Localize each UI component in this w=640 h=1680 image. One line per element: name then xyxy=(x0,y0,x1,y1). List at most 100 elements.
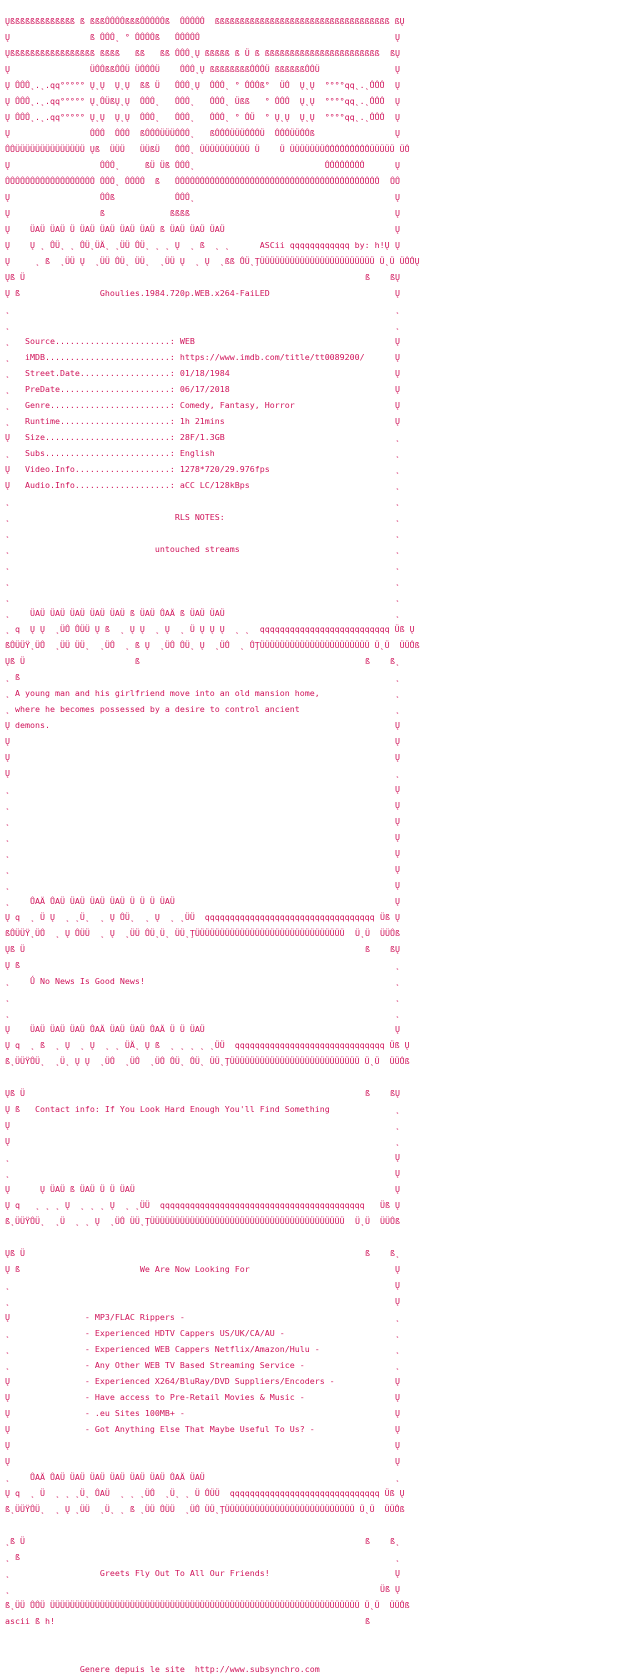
nfo-line: ˛ RLS NOTES:˛ xyxy=(5,509,400,525)
nfo-line: Ų ß Contact info: If You Look Hard Enoug… xyxy=(5,1101,400,1117)
nfo-line: Ų Video.Info...................: 1278*72… xyxy=(5,461,400,477)
nfo-line-text: Ų - .eu Sites 100MB+ - xyxy=(5,1408,185,1418)
nfo-line: ˛Ų xyxy=(5,781,400,797)
nfo-line-text: ˛ PreDate......................: 06/17/2… xyxy=(5,384,230,394)
nfo-line: Ų ß˛ xyxy=(5,957,400,973)
nfo-line-text: ˛ xyxy=(5,1152,10,1162)
nfo-line-border: Ų xyxy=(395,1024,400,1034)
nfo-line-border: Ų xyxy=(395,1392,400,1402)
nfo-line-border: Ų xyxy=(395,64,400,74)
nfo-line-text: Ųß Ü xyxy=(5,272,25,282)
nfo-line-border: Ų xyxy=(395,1376,400,1386)
nfo-line-text: ßŮÜÜŸ˛ÜŮ ˛ÜÜ ÜÜ˛ ˛ÜŮ ˛ ß Ų ˛ÜŮ ŮÜ˛ Ų ˛ÜŮ… xyxy=(5,640,370,650)
nfo-line-text: Ų Video.Info...................: 1278*72… xyxy=(5,464,270,474)
nfo-line xyxy=(5,1517,400,1533)
nfo-line-text: Ų ß Contact info: If You Look Hard Enoug… xyxy=(5,1104,330,1114)
nfo-line-border: ˛ xyxy=(395,512,400,522)
nfo-line-border: ˛ xyxy=(395,1312,400,1322)
nfo-line-text: Ų ß We Are Now Looking For xyxy=(5,1264,250,1274)
nfo-line: ˛ Runtime......................: 1h 21mi… xyxy=(5,413,400,429)
nfo-line: Ų - Experienced X264/BluRay/DVD Supplier… xyxy=(5,1373,400,1389)
nfo-line-text: Ų ÜŮŮßßŮŮÜ ÜŮŮŮÜ ŮŮŮ˛Ų ßßßßßßßßŮŮŮÜ ßßßß… xyxy=(5,64,320,74)
nfo-line-border: ˛ xyxy=(395,976,400,986)
nfo-line-text: Genere depuis le site http://www.subsync… xyxy=(5,1664,320,1674)
nfo-line-text: ß˛ÜÜŸŮÜ˛ ˛ Ų ˛ÜÜ ˛Ü˛ ˛ ß ˛ÜÜ ŮÜÜ ˛ÜŮ ÜÜ˛… xyxy=(5,1504,355,1514)
nfo-line-text: Ų Ų ÜAÜ ß ÜAÜ Ü Ü ÜAÜ xyxy=(5,1184,135,1194)
nfo-line-border: Ü˛Ü ÜÜŮß xyxy=(374,640,420,650)
nfo-line: Genere depuis le site http://www.subsync… xyxy=(5,1661,400,1677)
nfo-line-border: ˛ xyxy=(395,1552,400,1562)
nfo-line-text: ˛ xyxy=(5,992,10,1002)
nfo-line-text: Ų - MP3/FLAC Rippers - xyxy=(5,1312,185,1322)
nfo-line: Ų ˛ ß ˛ÜÜ Ų ˛ÜÜ ŮÜ˛ ÜÜ˛ ˛ÜÜ Ų ˛ Ų ˛ßß ŮÜ… xyxy=(5,253,420,269)
nfo-line-text: Ų ÜAÜ ÜAÜ ÜAÜ ŮAÄ ÜAÜ ÜAÜ ŮAÄ Ü Ü ÜAÜ xyxy=(5,1024,205,1034)
nfo-line: Ų ŮŮŮ˛.˛.qq°°°°° Ų˛Ų Ų˛Ų ßß Ü ŮŮŮ˛Ų ŮŮŮ˛… xyxy=(5,77,400,93)
nfo-line: ˛ Ǘ No News Is Good News!˛ xyxy=(5,973,400,989)
nfo-line: ˛ untouched streams˛ xyxy=(5,541,400,557)
nfo-line-text: Ų xyxy=(5,1120,10,1130)
nfo-line-text: ˛ xyxy=(5,576,10,586)
nfo-line: ß˛ÜÜŸŮÜ˛ ˛Ü ˛ ˛ Ų ˛ÜŮ ÜÜ˛ŢÜÜÜÜÜÜÜÜÜÜÜÜÜÜ… xyxy=(5,1213,400,1229)
nfo-line-text: ˛ - Experienced WEB Cappers Netflix/Amaz… xyxy=(5,1344,320,1354)
nfo-line-border: Ų xyxy=(395,1424,400,1434)
nfo-line: ˛ Genre........................: Comedy,… xyxy=(5,397,400,413)
nfo-line-text: Ų ß ßßßß xyxy=(5,208,190,218)
nfo-line: Ų ÜŮŮßßŮŮÜ ÜŮŮŮÜ ŮŮŮ˛Ų ßßßßßßßßŮŮŮÜ ßßßß… xyxy=(5,61,400,77)
nfo-line-text: ˛ xyxy=(5,864,10,874)
nfo-line-border: Ų xyxy=(395,32,400,42)
nfo-line: Ų - .eu Sites 100MB+ -Ų xyxy=(5,1405,400,1421)
nfo-line: Ųßßßßßßßßßßßßß ß ßßßŮŮŮŮßßßŮŮŮŮŮß ŮŮŮŮŮ … xyxy=(5,13,405,29)
nfo-line: ascii ß h!ß xyxy=(5,1613,400,1629)
nfo-line-border: ˛ xyxy=(395,672,400,682)
nfo-line-border: Ų xyxy=(395,1440,400,1450)
nfo-line-text: Ų - Got Anything Else That Maybe Useful … xyxy=(5,1424,315,1434)
nfo-line-border: ÜŮŮŲ xyxy=(399,256,420,266)
nfo-line: ˛ ŮAÄ ŮAÜ ÜAÜ ÜAÜ ÜAÜ ÜAÜ ÜAÜ ŮAÄ ÜAÜ˛ xyxy=(5,1469,400,1485)
nfo-line-border: ˛ xyxy=(395,496,400,506)
nfo-line: ˛ PreDate......................: 06/17/2… xyxy=(5,381,400,397)
nfo-line-text: ˛ ÜAÜ ÜAÜ ÜAÜ ÜAÜ ÜAÜ ß ÜAÜ ŮAÄ ß ÜAÜ ÜA… xyxy=(5,608,225,618)
nfo-line-border: Ų xyxy=(395,1264,400,1274)
nfo-line-border: ß ß˛ xyxy=(365,1536,400,1546)
nfo-line-text: ˛ Subs.........................: English xyxy=(5,448,215,458)
nfo-line-text: Ų ˛ ß ˛ÜÜ Ų ˛ÜÜ ŮÜ˛ ÜÜ˛ ˛ÜÜ Ų ˛ Ų ˛ßß ŮÜ… xyxy=(5,256,395,266)
nfo-line-border: ˛ xyxy=(395,544,400,554)
nfo-line: ˛Ų xyxy=(5,813,400,829)
nfo-line-text: Ų ŮŮŮ˛ ßÜ Üß ŮŮŮ˛ ŮŮŮŮŮŮŮŮ xyxy=(5,160,365,170)
nfo-line-border: Ų xyxy=(395,864,400,874)
nfo-line: Ų demons.Ų xyxy=(5,717,400,733)
nfo-line-border: Ų xyxy=(395,224,400,234)
nfo-line-text: ˛ xyxy=(5,528,10,538)
nfo-line-border: Ü˛Ü ÜÜŮß xyxy=(355,928,400,938)
nfo-line: Ų Audio.Info...................: aCC LC/… xyxy=(5,477,400,493)
nfo-line: Ų ŮŮŮ ŮŮŮ ßŮŮŮÜÜÜŮŮŮ˛ ßŮŮŮÜÜÜŮŮŮÜ ŮŮŮÜÜŮ… xyxy=(5,125,400,141)
nfo-line-text: ˛ iMDB.........................: https:/… xyxy=(5,352,365,362)
nfo-line-border: Ų xyxy=(395,1456,400,1466)
nfo-line-text: ˛ Runtime......................: 1h 21mi… xyxy=(5,416,225,426)
nfo-line: ˛ Greets Fly Out To All Our Friends!Ų xyxy=(5,1565,400,1581)
nfo-line-border: Ų xyxy=(395,736,400,746)
nfo-line: ˛ where he becomes possessed by a desire… xyxy=(5,701,400,717)
nfo-line-text: Ųßßßßßßßßßßßßß ß ßßßŮŮŮŮßßßŮŮŮŮŮß ŮŮŮŮŮ … xyxy=(5,16,390,26)
nfo-line-text: Ų - Experienced X264/BluRay/DVD Supplier… xyxy=(5,1376,335,1386)
nfo-line: ˛Ų xyxy=(5,877,400,893)
nfo-line-text: Ų xyxy=(5,752,10,762)
nfo-line-border: Ų xyxy=(395,832,400,842)
nfo-line-text: ˛ - Any Other WEB TV Based Streaming Ser… xyxy=(5,1360,305,1370)
nfo-line-border: ˛ xyxy=(395,1328,400,1338)
nfo-text-document: Ųßßßßßßßßßßßßß ß ßßßŮŮŮŮßßßŮŮŮŮŮß ŮŮŮŮŮ … xyxy=(5,13,420,1677)
nfo-line-border: Ų xyxy=(395,1152,400,1162)
nfo-line-border: Üß Ų xyxy=(394,624,415,634)
nfo-line-border: ˛ xyxy=(395,1472,400,1482)
nfo-line-border: ˛ xyxy=(395,704,400,714)
nfo-line: Ų ŮŮŮ˛.˛.qq°°°°° Ų˛Ų Ų˛Ų ŮŮŮ˛ ŮŮŮ˛ ŮŮŮ˛ … xyxy=(5,109,400,125)
nfo-line-border: Ü˛Ü ÜÜŮß xyxy=(355,1216,400,1226)
nfo-line-text: Ų xyxy=(5,1440,10,1450)
nfo-line: ˛˛ xyxy=(5,317,400,333)
nfo-line-border: Ų xyxy=(395,288,400,298)
nfo-line: ˛ iMDB.........................: https:/… xyxy=(5,349,400,365)
